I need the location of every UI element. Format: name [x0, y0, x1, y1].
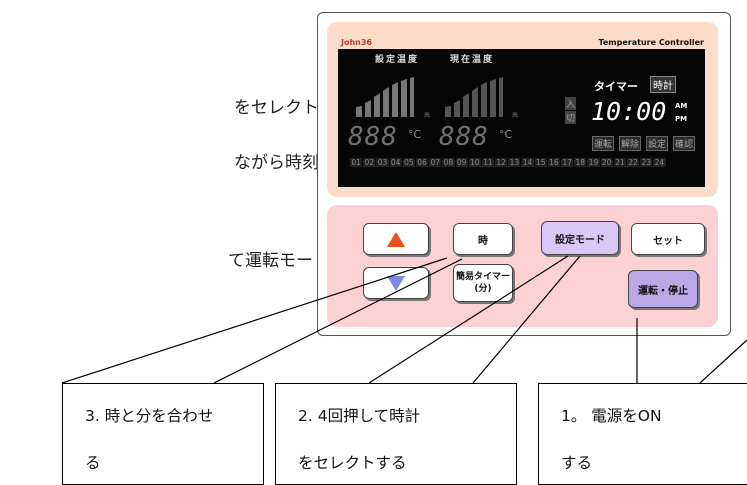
status-confirm: 確認 — [673, 136, 696, 151]
hour-tick: 15 — [534, 158, 548, 167]
triangle-down-icon — [387, 275, 405, 291]
gauge-high-mark-2: 高 — [512, 111, 518, 119]
callout-step-3-line1: 3. 時と分を合わせ — [85, 407, 214, 425]
callout-step-1: 1。 電源をON する — [538, 383, 747, 485]
callout-step-3: 3. 時と分を合わせ る — [62, 383, 264, 485]
timer-on-indicator: 入 — [565, 97, 577, 110]
hour-tick: 02 — [363, 158, 377, 167]
hour-tick: 20 — [600, 158, 614, 167]
pm-indicator: PM — [675, 115, 688, 123]
button-panel: 時 設定モード セット 簡易タイマー (分) 運転・停止 — [327, 205, 718, 327]
hour-tick: 03 — [376, 158, 390, 167]
hour-tick: 01 — [350, 158, 364, 167]
hour-tick: 22 — [626, 158, 641, 167]
callout-step-1-line2: する — [561, 454, 593, 472]
simple-timer-button[interactable]: 簡易タイマー (分) — [453, 264, 513, 302]
temperature-controller: John36 Temperature Controller 設定温度 現在温度 — [317, 12, 731, 336]
callout-step-3-line2: る — [85, 454, 101, 472]
hour-tick: 18 — [574, 158, 588, 167]
brand-label: John36 — [341, 38, 372, 47]
hour-tick: 10 — [468, 158, 482, 167]
hour-tick: 19 — [587, 158, 601, 167]
status-release: 解除 — [619, 136, 642, 151]
model-label: Temperature Controller — [598, 38, 704, 47]
hour-tick: 05 — [402, 158, 416, 167]
simple-timer-label: 簡易タイマー — [455, 272, 510, 282]
set-temp-header: 設定温度 — [375, 55, 420, 65]
current-temp-unit: °C — [499, 128, 513, 141]
hour-tick: 12 — [495, 158, 509, 167]
hour-tick: 09 — [455, 158, 469, 167]
set-temp-digits: 888 — [348, 122, 398, 152]
hour-tick: 11 — [481, 158, 496, 167]
up-button[interactable] — [363, 223, 429, 255]
set-button[interactable]: セット — [631, 223, 705, 255]
callout-step-2: 2. 4回押して時計 をセレクトする — [275, 383, 517, 485]
hour-tick: 16 — [547, 158, 561, 167]
current-temp-digits: 888 — [439, 122, 489, 152]
display-panel: John36 Temperature Controller 設定温度 現在温度 — [327, 22, 718, 197]
simple-timer-unit: (分) — [474, 284, 492, 294]
hour-tick: 04 — [389, 158, 403, 167]
callout-step-2-line1: 2. 4回押して時計 — [298, 407, 421, 425]
setting-mode-button[interactable]: 設定モード — [541, 221, 619, 255]
hour-tick: 24 — [653, 158, 667, 167]
current-temp-header: 現在温度 — [450, 55, 495, 65]
hour-button[interactable]: 時 — [453, 223, 513, 255]
timer-label: タイマー — [594, 80, 638, 93]
timer-off-indicator: 切 — [565, 111, 577, 124]
hour-tick: 17 — [561, 158, 575, 167]
temperature-gauges: 高 高 — [356, 77, 518, 119]
callout-step-1-line1: 1。 電源をON — [561, 407, 662, 425]
hour-tick: 06 — [415, 158, 430, 167]
set-temp-unit: °C — [408, 128, 422, 141]
callout-step-2-line2: をセレクトする — [298, 454, 407, 472]
clock-digits: 10:00 — [591, 97, 667, 126]
clock-label: 時計 — [650, 76, 676, 93]
triangle-up-icon — [387, 231, 405, 247]
status-setting: 設定 — [646, 136, 669, 151]
hour-tick: 21 — [613, 158, 627, 167]
lcd-screen: 設定温度 現在温度 — [338, 49, 705, 187]
hour-tick: 23 — [640, 158, 654, 167]
gauge-high-mark-1: 高 — [424, 111, 430, 119]
run-stop-button[interactable]: 運転・停止 — [628, 270, 698, 308]
hour-tick: 07 — [429, 158, 443, 167]
down-button[interactable] — [363, 267, 429, 299]
am-indicator: AM — [675, 102, 688, 110]
hour-tick: 08 — [442, 158, 456, 167]
status-run: 運転 — [592, 136, 615, 151]
hour-tick: 14 — [521, 158, 535, 167]
hour-tick: 13 — [508, 158, 522, 167]
